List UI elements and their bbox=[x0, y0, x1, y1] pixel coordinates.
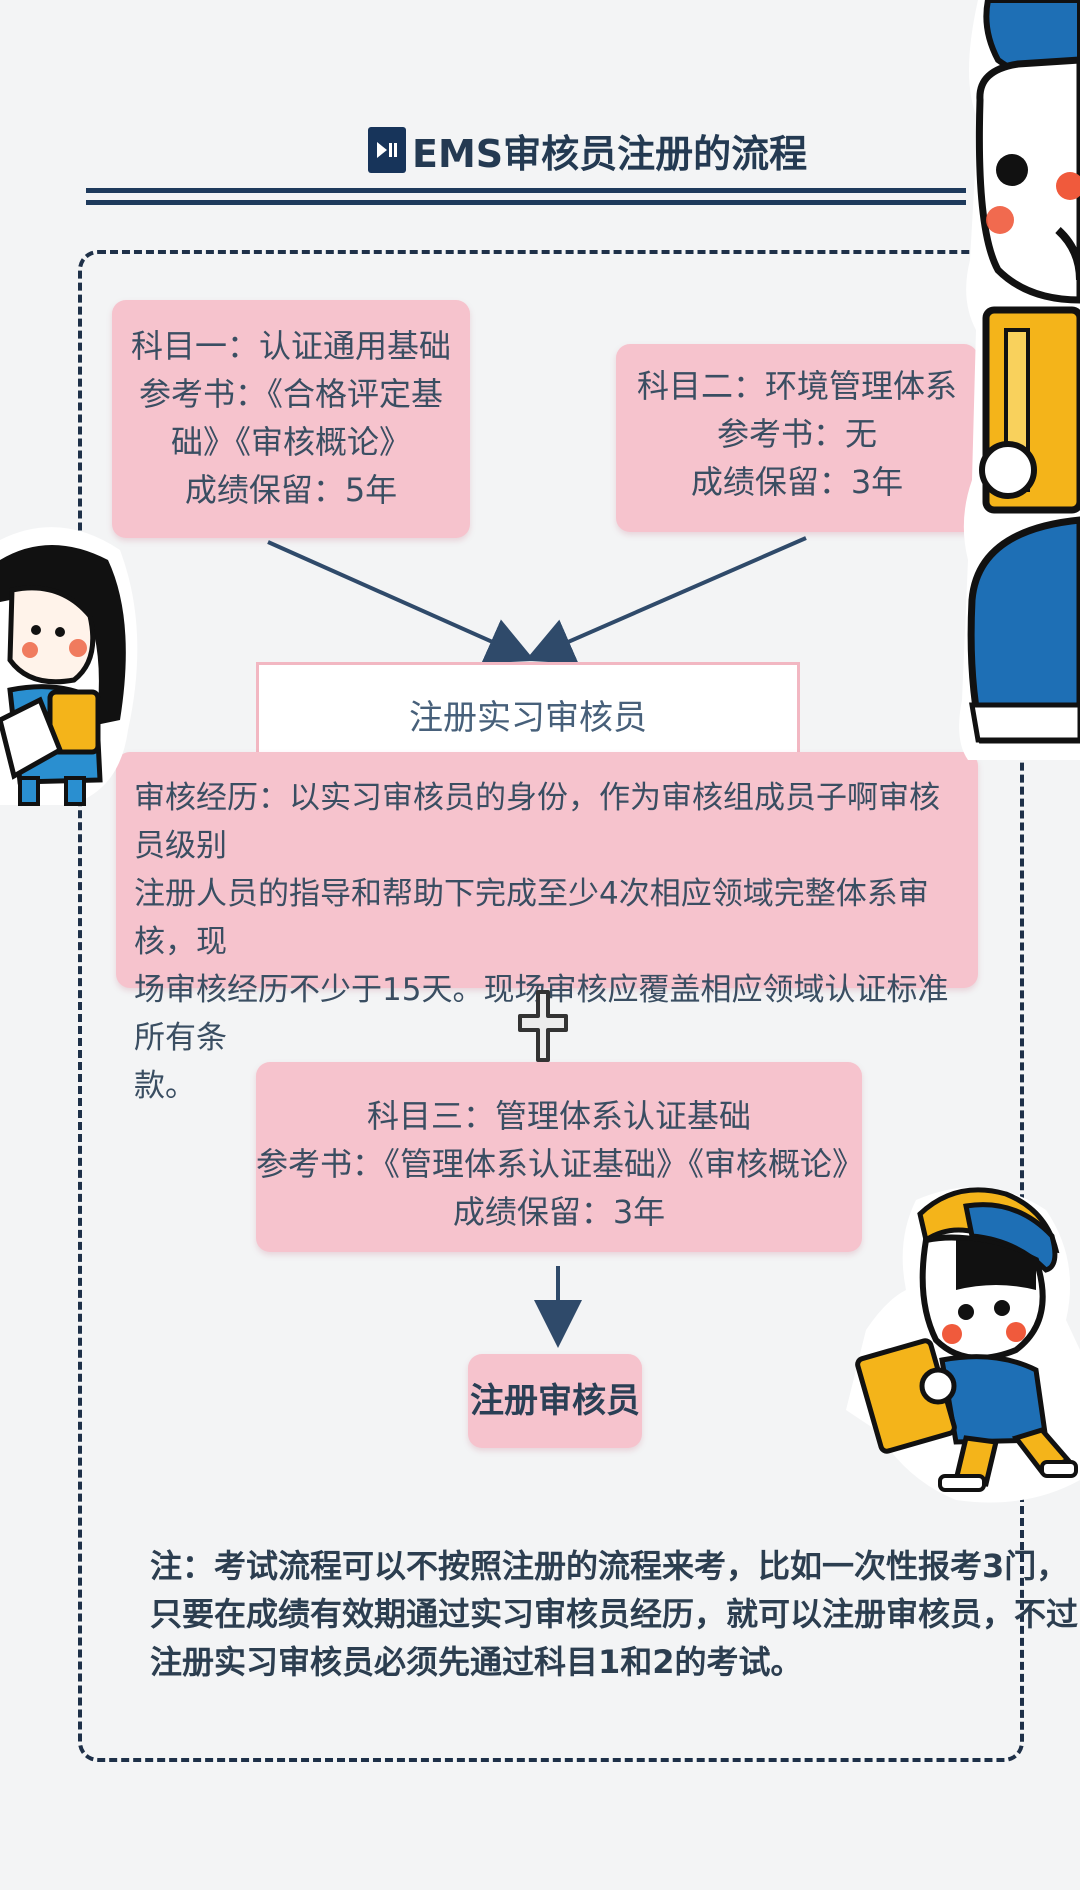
title-rule-bottom bbox=[86, 200, 966, 205]
registered-auditor-label: 注册审核员 bbox=[470, 1381, 640, 1421]
audit-experience-box: 审核经历：以实习审核员的身份，作为审核组成员子啊审核员级别 注册人员的指导和帮助… bbox=[116, 752, 978, 1104]
subject1-line: 科目一：认证通用基础 bbox=[130, 327, 451, 365]
subject1-line: 成绩保留：5年 bbox=[184, 471, 398, 509]
subject2-box: 科目二：环境管理体系 参考书：无 成绩保留：3年 bbox=[616, 344, 978, 532]
subject1-line: 参考书：《合格评定基 bbox=[138, 375, 443, 413]
cartoon-boy-running-with-folder-sticker bbox=[846, 1187, 1080, 1503]
registered-auditor-box: 注册审核员 bbox=[468, 1354, 642, 1448]
flow-container bbox=[78, 250, 1024, 1762]
subject1-box: 科目一：认证通用基础 参考书：《合格评定基 础》《审核概论》 成绩保留：5年 bbox=[112, 300, 470, 538]
plus-icon bbox=[518, 990, 568, 1062]
footnote: 注：考试流程可以不按照注册的流程来考，比如一次性报考3门， 只要在成绩有效期通过… bbox=[150, 1542, 1079, 1686]
experience-line: 款。 bbox=[134, 1068, 196, 1104]
subject2-line: 成绩保留：3年 bbox=[690, 463, 904, 501]
cartoon-boy-blue-hat-sticker bbox=[959, 0, 1080, 760]
intern-auditor-box: 注册实习审核员 bbox=[256, 662, 800, 766]
title-rule-top bbox=[86, 188, 966, 193]
subject2-line: 参考书：无 bbox=[716, 415, 877, 453]
cartoon-girl-with-book-sticker bbox=[0, 527, 138, 806]
subject3-line: 成绩保留：3年 bbox=[452, 1193, 666, 1231]
title-text: EMS审核员注册的流程 bbox=[412, 131, 808, 176]
experience-line: 审核经历：以实习审核员的身份，作为审核组成员子啊审核员级别 bbox=[134, 780, 940, 864]
page-title: EMS审核员注册的流程 bbox=[368, 122, 807, 178]
subject3-line: 参考书：《管理体系认证基础》《审核概论》 bbox=[256, 1145, 865, 1183]
play-pause-icon bbox=[368, 127, 406, 173]
intern-auditor-label: 注册实习审核员 bbox=[409, 697, 647, 738]
arrow-subject1-to-intern bbox=[267, 540, 535, 664]
note-line: 注册实习审核员必须先通过科目1和2的考试。 bbox=[150, 1643, 803, 1681]
subject2-line: 科目二：环境管理体系 bbox=[636, 367, 957, 405]
subject1-line: 础》《审核概论》 bbox=[170, 423, 411, 461]
subject3-line: 科目三：管理体系认证基础 bbox=[366, 1097, 751, 1135]
arrow-subject2-to-intern bbox=[525, 536, 807, 664]
subject3-box: 科目三：管理体系认证基础 参考书：《管理体系认证基础》《审核概论》 成绩保留：3… bbox=[256, 1062, 865, 1252]
note-line: 注：考试流程可以不按照注册的流程来考，比如一次性报考3门， bbox=[150, 1547, 1069, 1585]
experience-line: 注册人员的指导和帮助下完成至少4次相应领域完整体系审核，现 bbox=[134, 876, 929, 960]
note-line: 只要在成绩有效期通过实习审核员经历，就可以注册审核员，不过 bbox=[150, 1595, 1079, 1633]
